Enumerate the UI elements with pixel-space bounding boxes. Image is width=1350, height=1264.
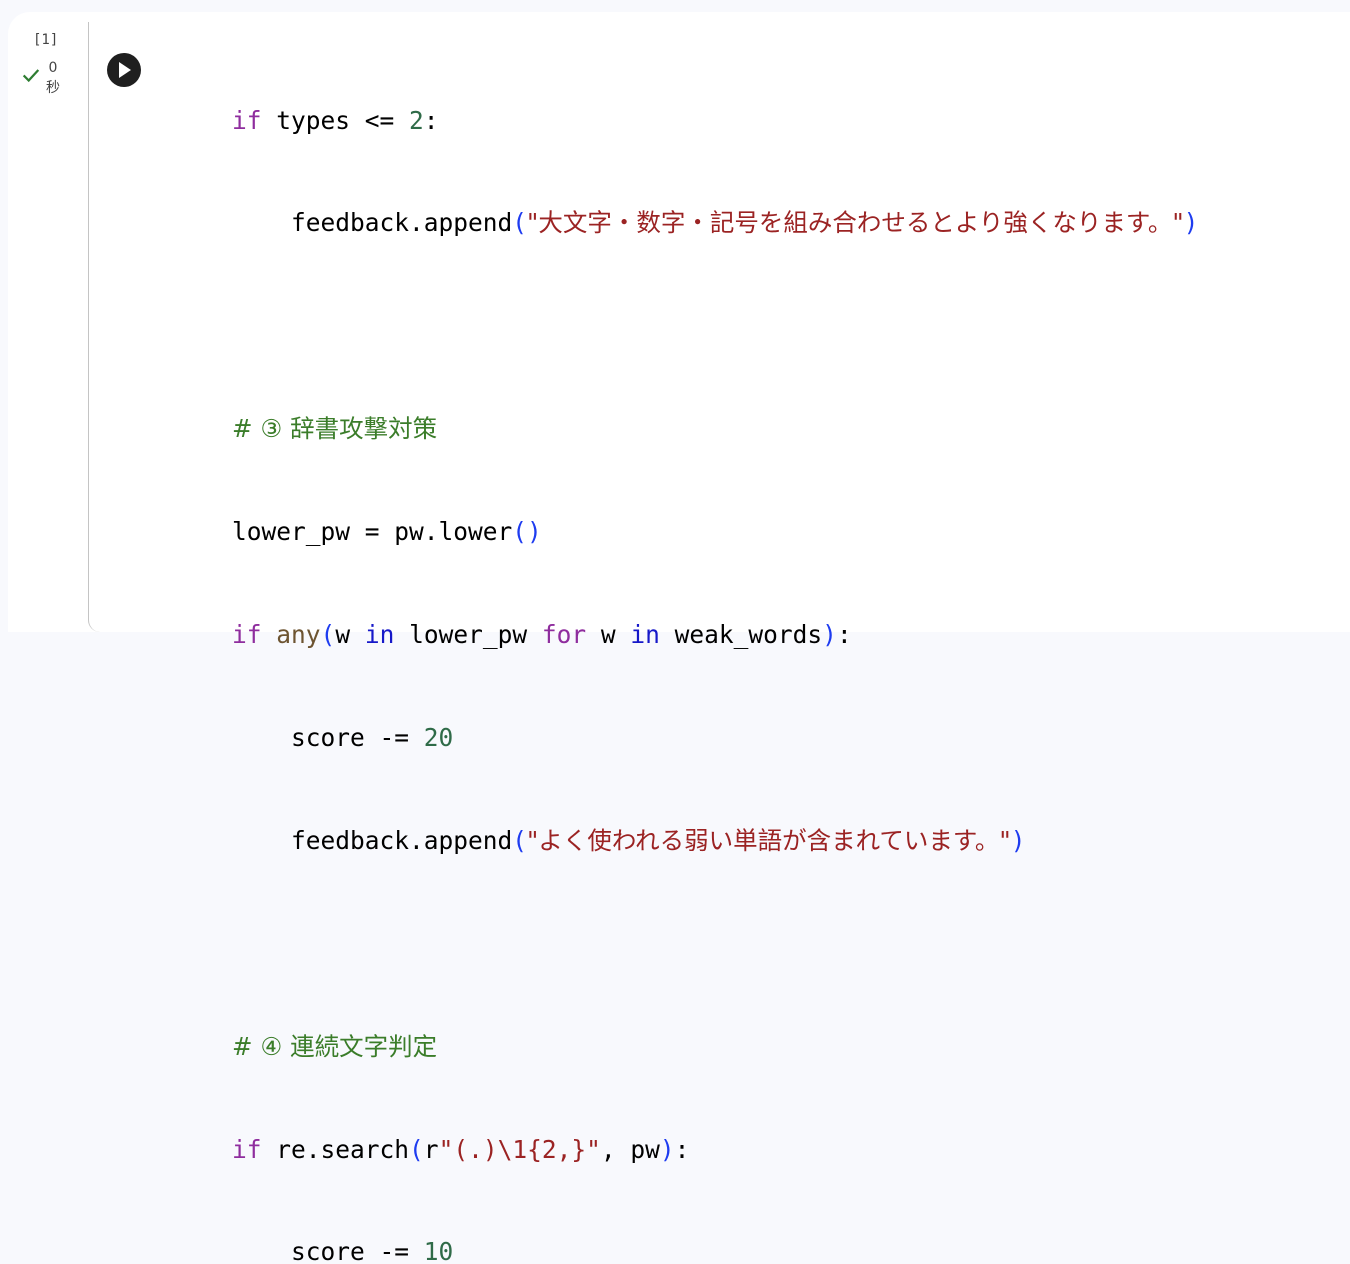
keyword: if [232, 620, 262, 650]
code-text: re.search [261, 1134, 410, 1164]
execution-count: [1] [33, 32, 59, 48]
code-line-blank [232, 927, 1198, 961]
keyword: for [541, 620, 587, 650]
code-line-2: feedback.append("大文字・数字・記号を組み合わせるとより強くなり… [232, 206, 1198, 240]
code-text: types <= [261, 105, 410, 135]
code-text: lower_pw [394, 620, 542, 650]
bracket: ) [659, 1134, 675, 1164]
indent [232, 723, 291, 752]
indent [232, 826, 291, 855]
code-text: lower_pw = pw.lower [232, 517, 513, 547]
code-line-7: feedback.append("よく使われる弱い単語が含まれています。") [232, 824, 1198, 858]
builtin: any [276, 620, 321, 650]
indent [232, 1237, 291, 1264]
execution-status: 0 秒 [20, 58, 60, 98]
check-icon [22, 69, 40, 83]
bracket: ( [320, 620, 336, 650]
number: 20 [423, 722, 454, 752]
keyword: in [364, 620, 395, 650]
code-cell[interactable]: [1] 0 秒 if types <= 2: feedback.append("… [8, 12, 1350, 1264]
code-text: : [836, 620, 852, 650]
bracket: ) [1010, 825, 1026, 855]
code-editor[interactable]: if types <= 2: feedback.append("大文字・数字・記… [232, 35, 1198, 1264]
play-icon [119, 62, 131, 78]
keyword: if [232, 105, 262, 135]
bracket: ( [512, 517, 528, 547]
code-line-10: score -= 10 [232, 1235, 1198, 1264]
code-line-8: # ④ 連続文字判定 [232, 1030, 1198, 1064]
code-text: : [674, 1134, 690, 1164]
code-text: feedback.append [291, 208, 513, 238]
code-line-6: score -= 20 [232, 721, 1198, 755]
string: "(.)\1{2,}" [438, 1134, 601, 1164]
bracket: ) [1183, 208, 1199, 238]
bracket: ) [822, 620, 837, 650]
bracket: ) [527, 517, 542, 547]
code-line-blank [232, 309, 1198, 343]
string: "よく使われる弱い単語が含まれています。" [527, 825, 1011, 855]
code-line-5: if any(w in lower_pw for w in weak_words… [232, 618, 1198, 652]
keyword: if [232, 1134, 262, 1164]
code-text: w [335, 620, 365, 650]
comment: # ③ 辞書攻撃対策 [232, 414, 438, 444]
code-line-9: if re.search(r"(.)\1{2,}", pw): [232, 1133, 1198, 1167]
number: 10 [423, 1237, 454, 1264]
code-text: score -= [291, 722, 424, 752]
code-text: w [586, 620, 631, 650]
code-text: , pw [600, 1134, 660, 1164]
code-text: weak_words [659, 620, 823, 650]
run-cell-button[interactable] [107, 53, 141, 87]
indent [232, 208, 291, 237]
code-text: r [423, 1134, 439, 1164]
elapsed-value: 0 [48, 60, 58, 76]
bracket: ( [409, 1134, 424, 1164]
code-text: : [423, 105, 439, 135]
number: 2 [409, 105, 424, 135]
elapsed-unit: 秒 [46, 80, 60, 96]
code-text: feedback.append [291, 825, 513, 855]
code-text: score -= [291, 1237, 424, 1264]
code-line-1: if types <= 2: [232, 104, 1198, 138]
cell-gutter: [1] 0 秒 [8, 12, 88, 632]
code-line-4: lower_pw = pw.lower() [232, 515, 1198, 549]
bracket: ( [512, 208, 528, 238]
keyword: in [630, 620, 660, 650]
string: "大文字・数字・記号を組み合わせるとより強くなります。" [527, 208, 1184, 238]
cell-divider [88, 22, 101, 632]
code-line-3: # ③ 辞書攻撃対策 [232, 412, 1198, 446]
elapsed-time: 0 秒 [46, 58, 60, 98]
comment: # ④ 連続文字判定 [232, 1031, 438, 1061]
bracket: ( [512, 825, 528, 855]
